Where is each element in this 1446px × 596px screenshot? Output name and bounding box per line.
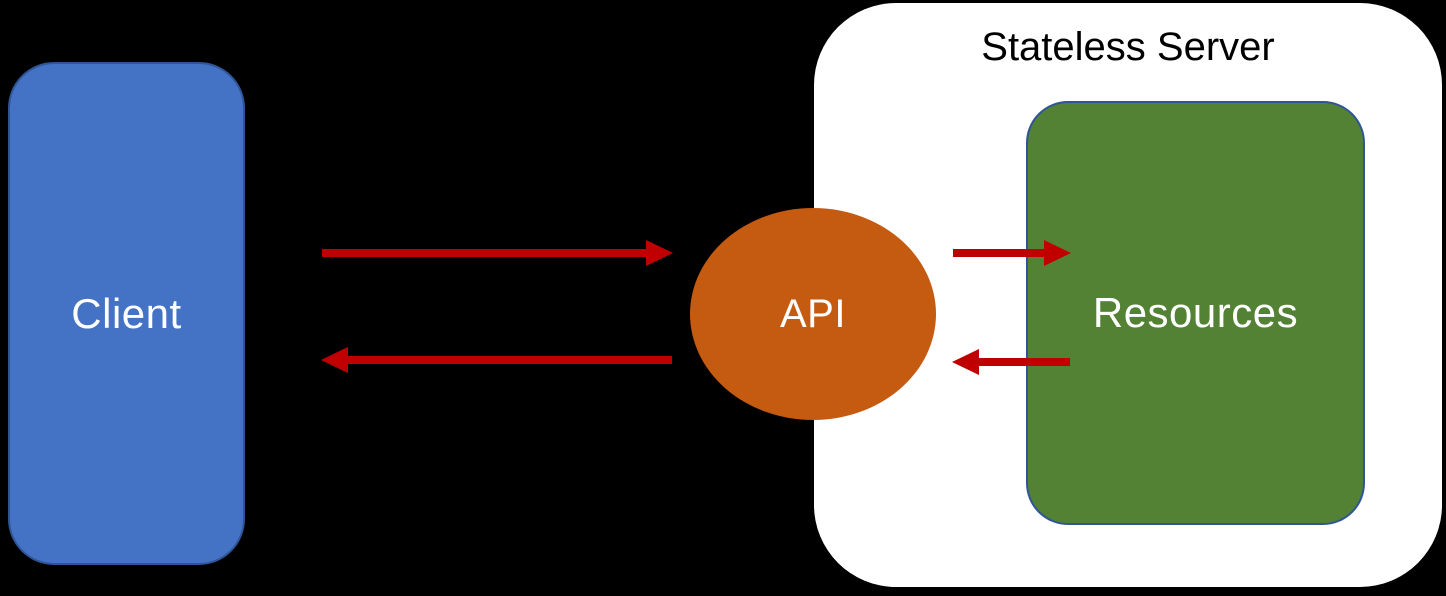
resources-box: Resources <box>1026 101 1365 525</box>
client-label: Client <box>71 289 182 337</box>
resources-label: Resources <box>1092 289 1299 336</box>
stateless-server-title: Stateless Server <box>981 25 1275 69</box>
arrow-api-to-client-icon <box>321 347 672 373</box>
stateless-server-box: Stateless Server Resources <box>814 3 1442 587</box>
api-label: API <box>780 291 846 336</box>
api-ellipse: API <box>690 208 936 420</box>
arrow-client-to-api-icon <box>322 240 673 266</box>
client-box: Client <box>8 62 245 565</box>
